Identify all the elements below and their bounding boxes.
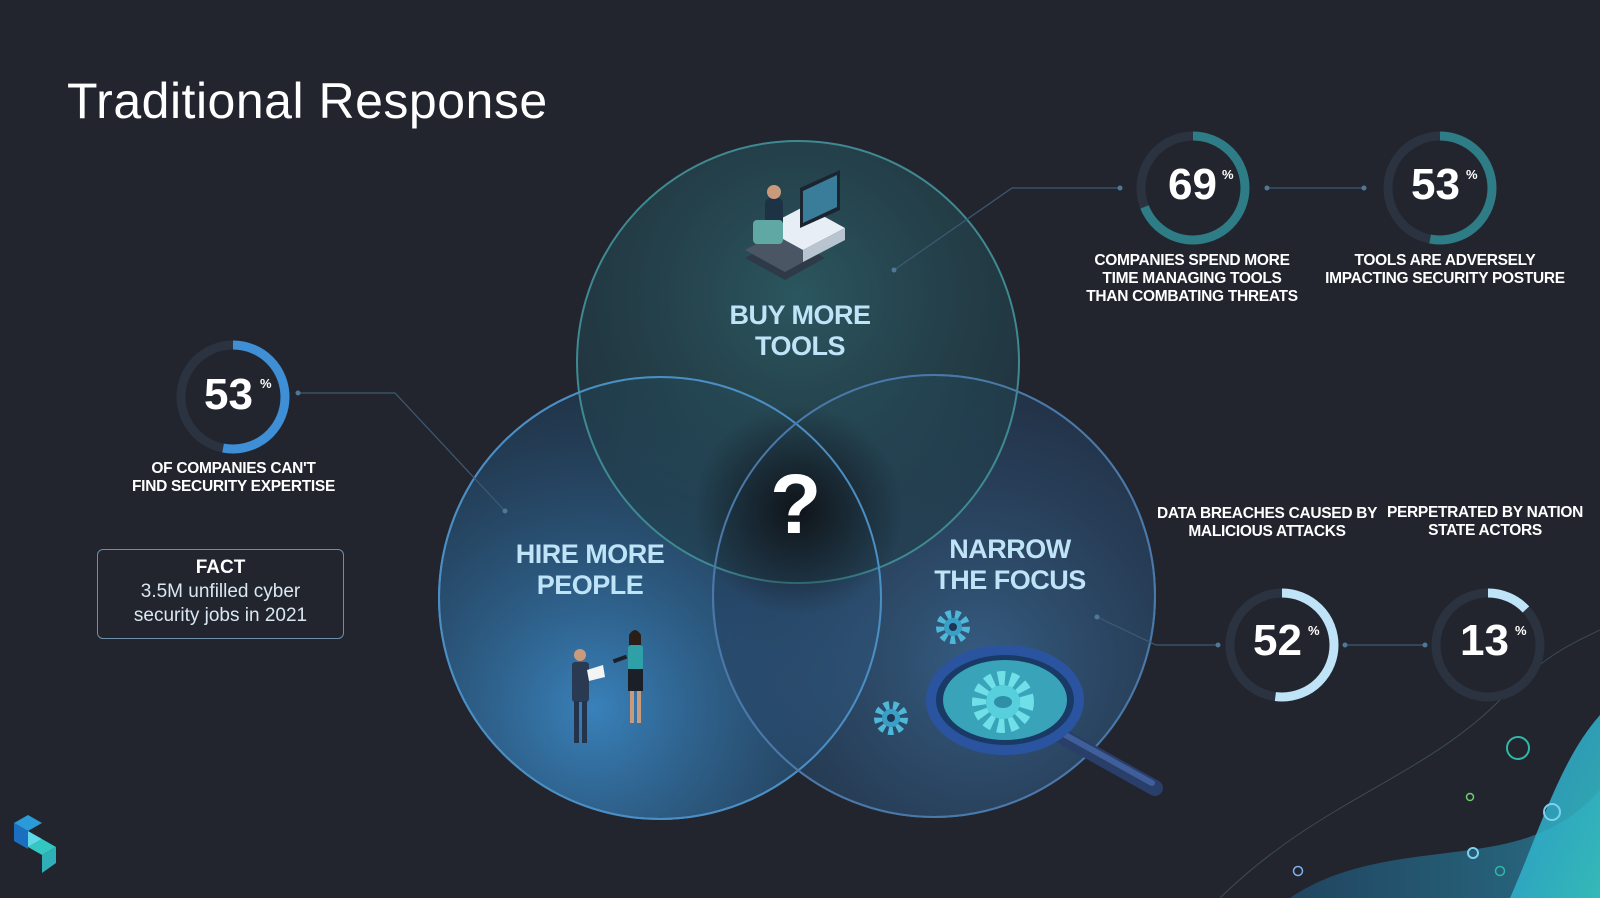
stat-caption-breaches: DATA BREACHES CAUSED BY MALICIOUS ATTACK… bbox=[1157, 505, 1377, 541]
venn-label-hire-more-people: HIRE MORE PEOPLE bbox=[495, 539, 685, 601]
venn-center-question: ? bbox=[770, 462, 821, 546]
stat-value-expertise: 53 bbox=[204, 373, 253, 417]
fact-line: security jobs in 2021 bbox=[98, 604, 343, 628]
stat-caption-tools-time: COMPANIES SPEND MORE TIME MANAGING TOOLS… bbox=[1082, 252, 1302, 306]
fact-line: 3.5M unfilled cyber bbox=[98, 580, 343, 604]
decorative-waves bbox=[1220, 630, 1600, 898]
stat-value-tools-posture: 53 bbox=[1411, 163, 1460, 207]
stat-unit: % bbox=[260, 376, 272, 391]
fact-title: FACT bbox=[98, 556, 343, 580]
venn-label-narrow-the-focus: NARROW THE FOCUS bbox=[910, 534, 1110, 596]
stat-unit: % bbox=[1515, 623, 1527, 638]
stat-unit: % bbox=[1222, 167, 1234, 182]
stat-caption-nation-state: PERPETRATED BY NATION STATE ACTORS bbox=[1380, 504, 1590, 540]
venn-label-buy-more-tools: BUY MORE TOOLS bbox=[705, 300, 895, 362]
stat-value-breaches: 52 bbox=[1253, 619, 1302, 663]
stat-value-nation-state: 13 bbox=[1460, 619, 1509, 663]
stat-value-tools-time: 69 bbox=[1168, 163, 1217, 207]
stat-unit: % bbox=[1466, 167, 1478, 182]
page-title: Traditional Response bbox=[67, 72, 548, 130]
stat-caption-tools-posture: TOOLS ARE ADVERSELY IMPACTING SECURITY P… bbox=[1320, 252, 1570, 288]
stat-unit: % bbox=[1308, 623, 1320, 638]
stat-caption-expertise: OF COMPANIES CAN'T FIND SECURITY EXPERTI… bbox=[121, 460, 346, 496]
fact-box: FACT 3.5M unfilled cyber security jobs i… bbox=[97, 549, 344, 639]
brand-logo-icon bbox=[14, 815, 56, 873]
